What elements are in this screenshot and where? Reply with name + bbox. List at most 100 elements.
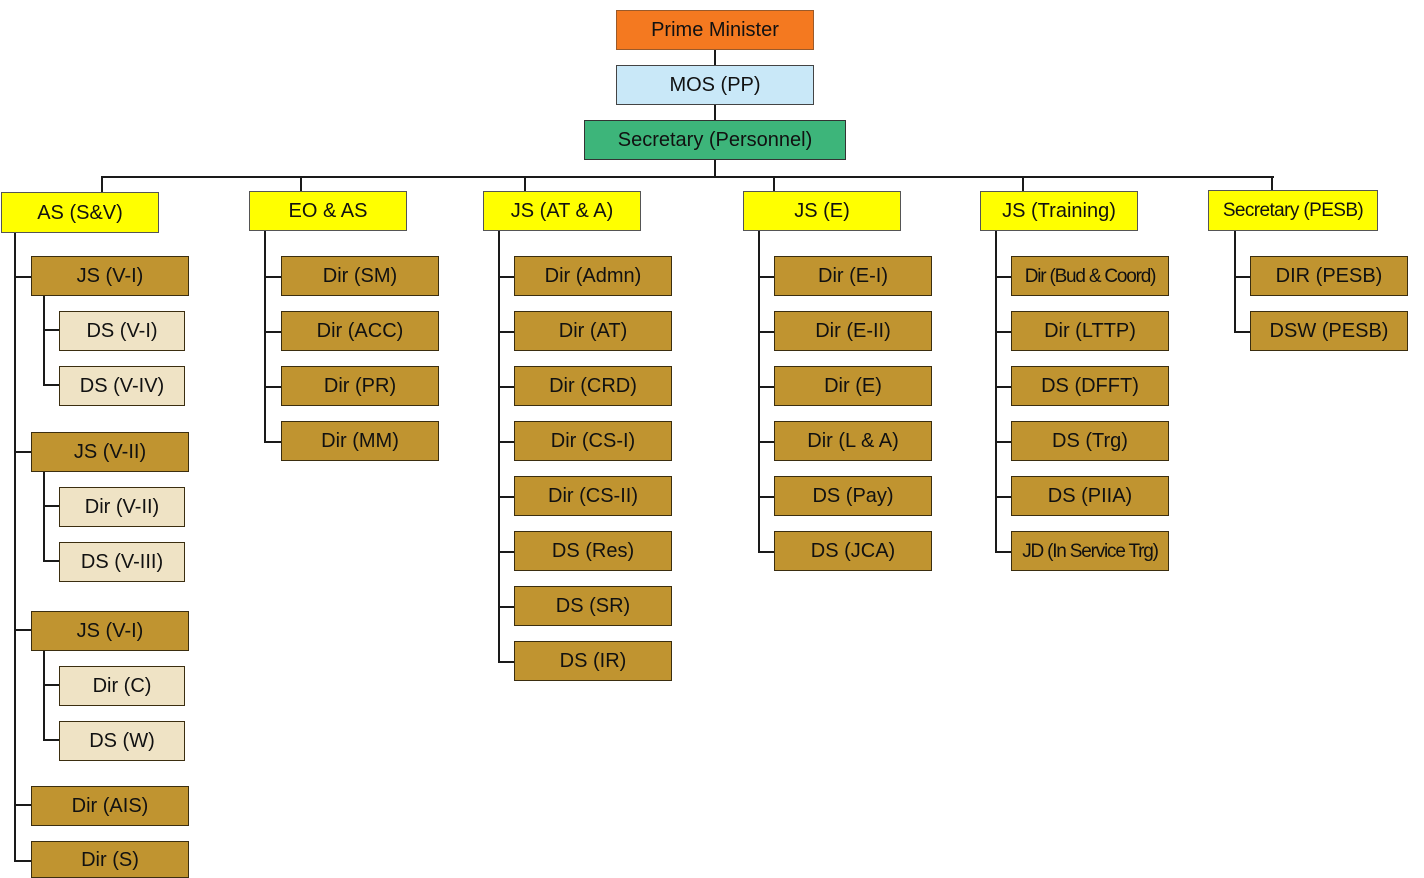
spine-div-2 [498,231,500,662]
connector-div-1 [300,176,302,192]
node-label: JS (AT & A) [510,200,614,222]
spine-div-4 [995,231,997,552]
node-label: Dir (C) [92,675,152,697]
node-label: Dir (MM) [321,430,399,452]
unit-node: Dir (MM) [281,421,439,461]
spine-div-0 [14,232,16,862]
unit-node: Dir (ACC) [281,311,439,351]
branch-div-3-3 [758,441,775,443]
node-label: DS (V-III) [80,551,164,573]
node-label: Dir (ACC) [316,320,404,342]
branch-div-3-2 [758,386,775,388]
node-label: Dir (E-I) [818,265,888,287]
connector-div-2 [524,176,526,192]
branch-div-4-3 [995,441,1012,443]
node-label: JS (E) [794,200,850,222]
branch-div-2-3 [498,441,515,443]
node-label: DS (SR) [555,595,631,617]
branch-div-1-1 [264,331,281,333]
connector-div-0 [101,176,103,193]
subbranch-unit-1-0 [43,505,59,507]
node-label: DS (JCA) [810,540,896,562]
unit-node: DS (Pay) [774,476,932,516]
node-label: Dir (LTTP) [1044,320,1136,342]
branch-div-0-unit-4 [14,860,32,862]
node-label: Dir (AT) [558,320,628,342]
unit-node: Dir (E) [774,366,932,406]
connector-mos-secretary [714,104,716,121]
unit-node: DIR (PESB) [1250,256,1408,296]
division-head-3: JS (E) [743,191,901,231]
node-mos: MOS (PP) [616,65,814,105]
unit-node: Dir (AT) [514,311,672,351]
branch-div-1-2 [264,386,281,388]
unit-node: Dir (CS-I) [514,421,672,461]
node-label: Dir (Bud & Coord) [1024,265,1157,287]
connector-pm-mos [714,49,716,65]
unit-node: JD (In Service Trg) [1011,531,1169,571]
node-label: MOS (PP) [669,74,761,96]
branch-div-0-unit-3 [14,804,32,806]
unit-node: DS (DFFT) [1011,366,1169,406]
unit-node: Dir (SM) [281,256,439,296]
node-label: Dir (V-II) [84,496,160,518]
spine-div-1 [264,231,266,442]
node-label: Dir (S) [81,848,139,871]
connector-div-5 [1271,176,1273,192]
unit-node: Dir (Bud & Coord) [1011,256,1169,296]
branch-div-4-0 [995,276,1012,278]
unit-node: DS (SR) [514,586,672,626]
unit-node: JS (V-I) [31,611,189,651]
node-label: DIR (PESB) [1275,265,1383,287]
branch-div-2-5 [498,551,515,553]
node-label: Dir (E) [824,375,882,397]
unit-node: Dir (S) [31,841,189,878]
node-label: DS (V-I) [86,320,158,342]
unit-node: JS (V-I) [31,256,189,296]
unit-node: Dir (AIS) [31,786,189,826]
branch-div-5-0 [1234,276,1251,278]
node-label: EO & AS [288,200,368,222]
spine-div-5 [1234,231,1236,332]
unit-node: DS (JCA) [774,531,932,571]
unit-node: DS (Trg) [1011,421,1169,461]
branch-div-2-4 [498,496,515,498]
subbranch-unit-0-0 [43,329,59,331]
node-label: DS (PIIA) [1047,485,1133,507]
node-label: Dir (CS-II) [548,485,638,507]
node-label: Dir (AIS) [71,795,149,817]
branch-div-2-0 [498,276,515,278]
sub-unit-node: DS (V-IV) [59,366,185,406]
subbranch-unit-2-0 [43,684,59,686]
unit-node: Dir (E-I) [774,256,932,296]
node-label: JD (In Service Trg) [1022,540,1159,562]
branch-div-3-1 [758,331,775,333]
branch-div-1-0 [264,276,281,278]
branch-div-3-0 [758,276,775,278]
node-label: Prime Minister [651,19,779,41]
branch-div-4-2 [995,386,1012,388]
unit-node: DS (IR) [514,641,672,681]
sub-unit-node: DS (V-III) [59,542,185,582]
branch-div-1-3 [264,441,281,443]
branch-div-2-2 [498,386,515,388]
unit-node: DS (PIIA) [1011,476,1169,516]
node-label: Dir (Admn) [544,265,642,287]
division-head-4: JS (Training) [980,191,1138,231]
subspine-unit-0 [43,296,45,385]
node-label: JS (Training) [1002,200,1116,222]
node-label: DSW (PESB) [1269,320,1389,342]
sub-unit-node: DS (W) [59,721,185,761]
unit-node: Dir (Admn) [514,256,672,296]
subspine-unit-2 [43,651,45,740]
branch-div-5-1 [1234,331,1251,333]
branch-div-3-4 [758,496,775,498]
branch-div-4-1 [995,331,1012,333]
node-label: Dir (PR) [323,375,397,397]
branch-div-2-6 [498,606,515,608]
unit-node: DS (Res) [514,531,672,571]
branch-div-4-5 [995,551,1012,553]
branch-div-3-5 [758,551,775,553]
division-head-5: Secretary (PESB) [1208,190,1378,231]
node-label: DS (Trg) [1052,430,1128,452]
